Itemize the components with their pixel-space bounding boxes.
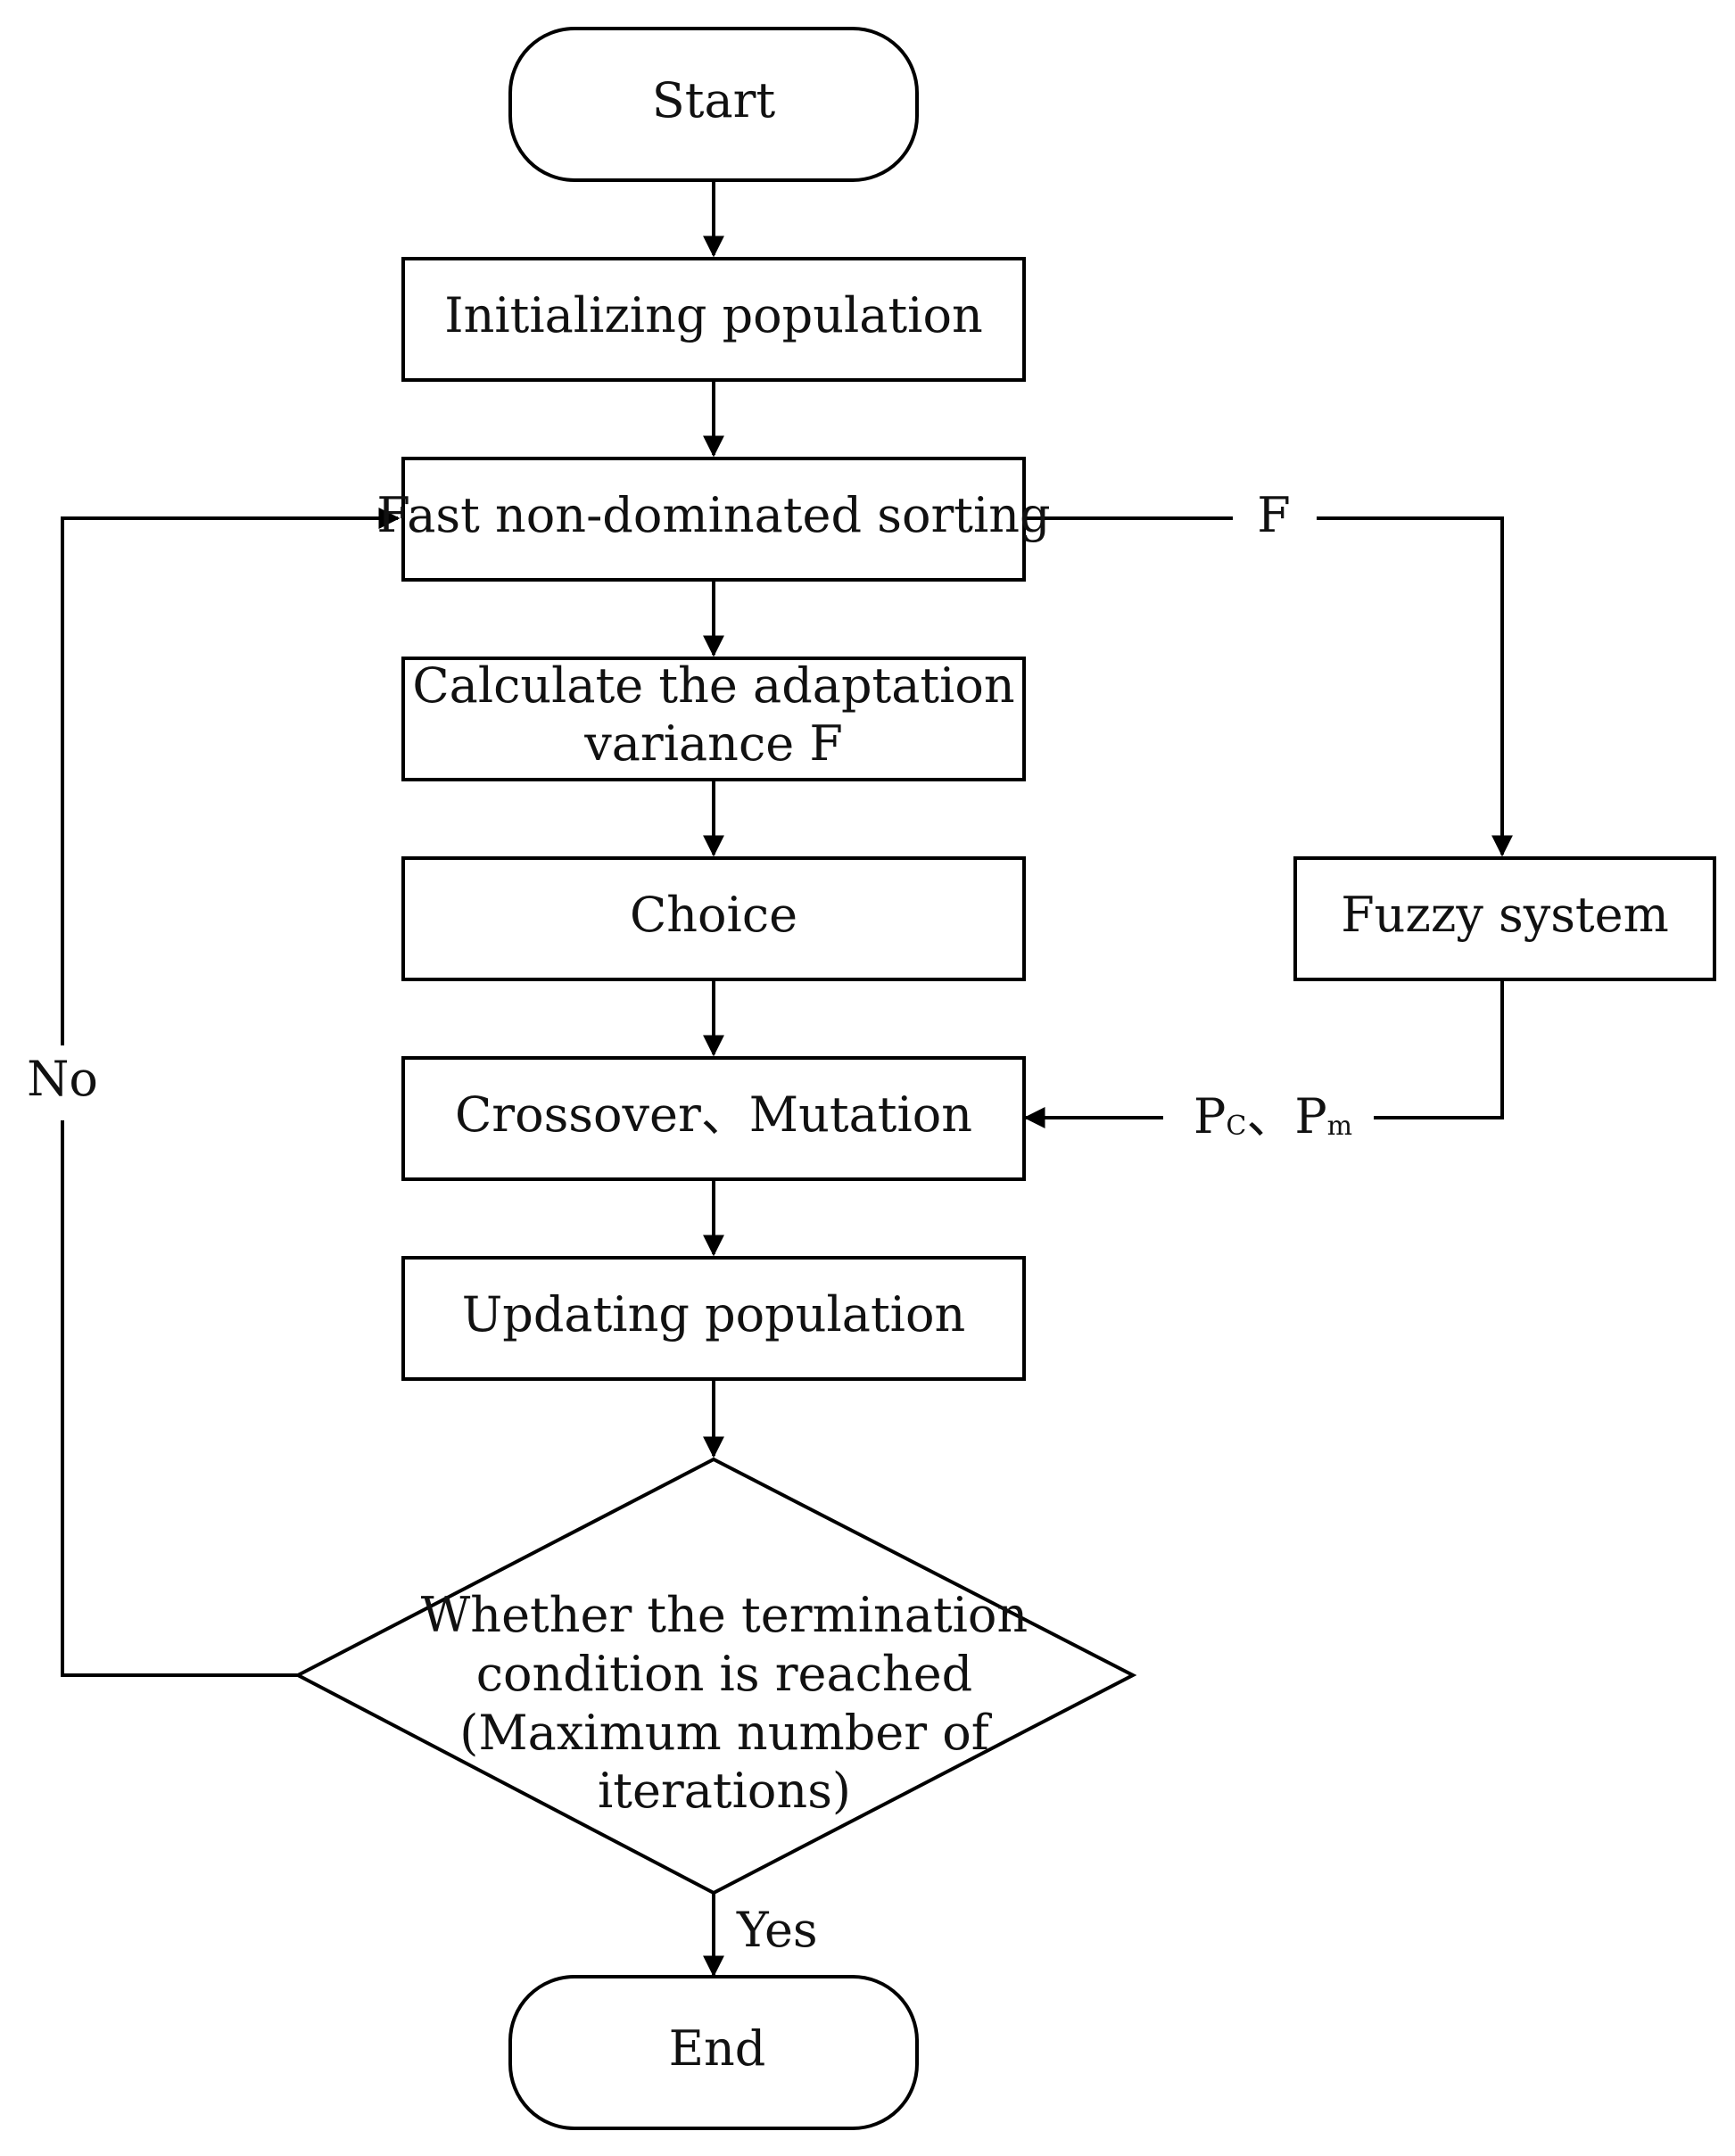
edge-label-pc-pm: PC、Pm bbox=[1194, 1088, 1352, 1144]
sort-box bbox=[401, 457, 1026, 582]
start-shape bbox=[508, 27, 919, 182]
pm-main: P bbox=[1294, 1088, 1326, 1144]
arrow-f-to-fuzzy bbox=[1317, 516, 1513, 857]
end-node: End bbox=[508, 1975, 919, 2130]
crossover-label: Crossover、Mutation bbox=[455, 1086, 972, 1143]
init-node: Initializing population bbox=[401, 257, 1026, 382]
line-fuzzy-to-pc-label bbox=[1374, 979, 1504, 1119]
update-node: Updating population bbox=[401, 1256, 1026, 1381]
fuzzy-node: Fuzzy system bbox=[1293, 856, 1716, 981]
line-decision-to-no-label bbox=[61, 1120, 298, 1677]
crossover-box bbox=[401, 1056, 1026, 1181]
sort-node: Fast non-dominated sorting bbox=[376, 457, 1051, 582]
update-box bbox=[401, 1256, 1026, 1381]
decision-node: Whether the termination condition is rea… bbox=[293, 1457, 1137, 1896]
start-label: Start bbox=[652, 72, 776, 128]
calc-box bbox=[401, 657, 1026, 781]
choice-box bbox=[401, 856, 1026, 981]
calc-label-line-1: Calculate the adaptation bbox=[412, 657, 1014, 714]
pc-pm-separator: 、 bbox=[1246, 1088, 1294, 1144]
choice-node: Choice bbox=[401, 856, 1026, 981]
edge-label-no: No bbox=[27, 1051, 98, 1107]
arrow-no-to-sort bbox=[61, 508, 401, 1045]
pc-main: P bbox=[1194, 1088, 1226, 1144]
connectors bbox=[61, 180, 1513, 1978]
pm-sub: m bbox=[1327, 1111, 1352, 1142]
pc-sub: C bbox=[1226, 1111, 1246, 1142]
update-label: Updating population bbox=[462, 1286, 965, 1342]
sort-label: Fast non-dominated sorting bbox=[376, 487, 1050, 543]
end-label: End bbox=[669, 2020, 766, 2077]
fuzzy-label: Fuzzy system bbox=[1341, 887, 1669, 943]
fuzzy-box bbox=[1293, 856, 1716, 981]
calc-label-line-2: variance F bbox=[583, 715, 843, 772]
choice-label: Choice bbox=[630, 887, 797, 943]
start-node: Start bbox=[508, 27, 919, 182]
decision-diamond bbox=[293, 1457, 1137, 1896]
edge-label-yes: Yes bbox=[736, 1902, 818, 1958]
decision-label-line-1: Whether the termination bbox=[421, 1587, 1028, 1643]
end-shape bbox=[508, 1975, 919, 2130]
decision-label-line-2: condition is reached bbox=[476, 1646, 972, 1702]
decision-label-line-3: (Maximum number of bbox=[459, 1705, 992, 1761]
init-box bbox=[401, 257, 1026, 382]
calc-node: Calculate the adaptation variance F bbox=[401, 657, 1026, 781]
crossover-node: Crossover、Mutation bbox=[401, 1056, 1026, 1181]
init-label: Initializing population bbox=[444, 287, 982, 343]
edge-label-f: F bbox=[1257, 487, 1290, 543]
decision-label-line-4: iterations) bbox=[598, 1763, 851, 1819]
